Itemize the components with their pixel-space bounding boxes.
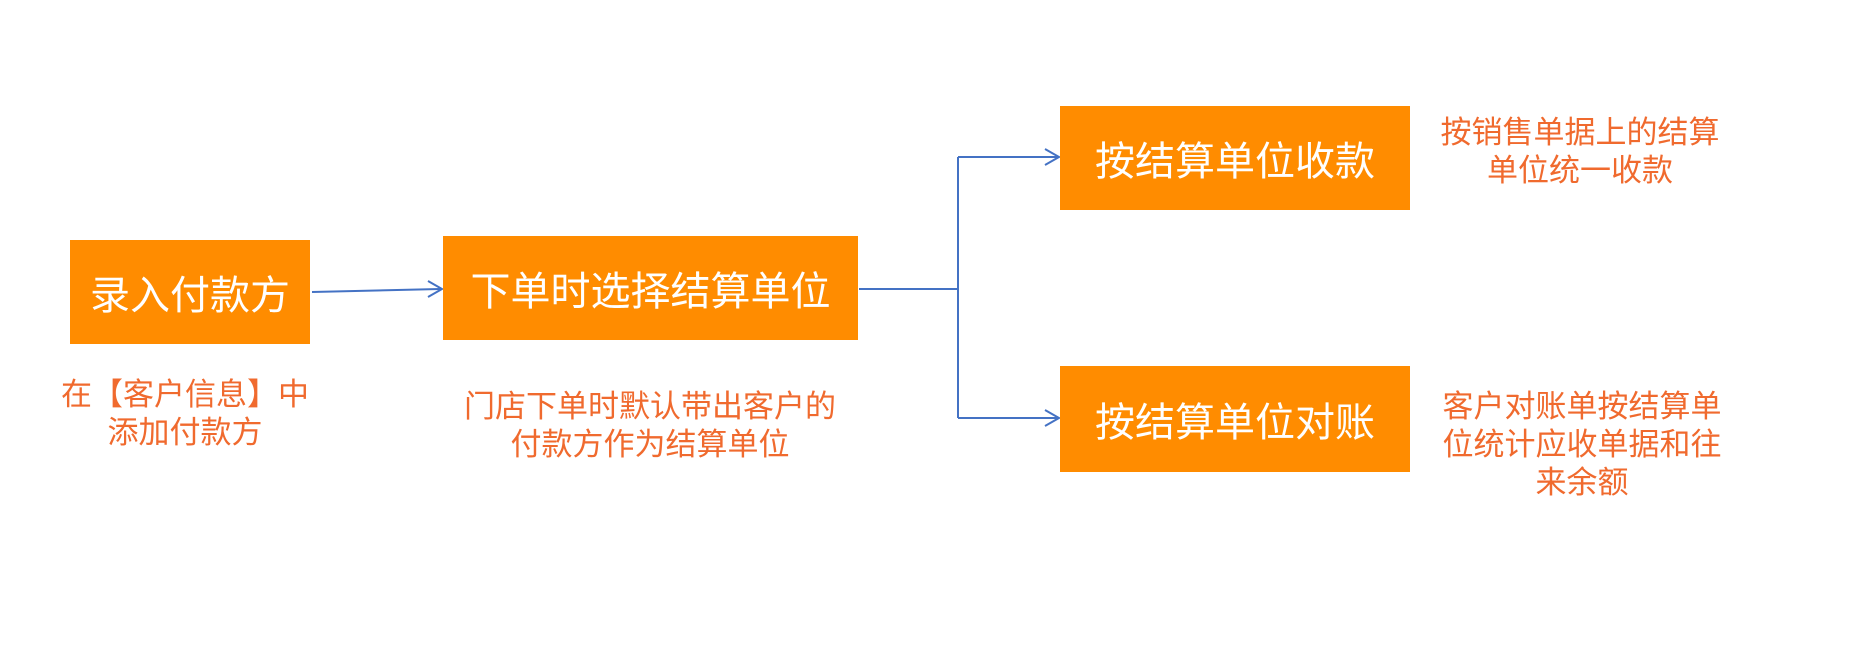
node-reconcile-by-unit-label: 按结算单位对账 bbox=[1095, 400, 1375, 446]
node-choose-unit: 下单时选择结算单位 bbox=[443, 236, 858, 340]
note-line: 按销售单据上的结算 bbox=[1440, 115, 1720, 151]
note-entry-payer: 在【客户信息】中 添加付款方 bbox=[45, 376, 325, 452]
note-reconcile-by-unit: 客户对账单按结算单 位统计应收单据和往 来余额 bbox=[1422, 388, 1742, 502]
arrowhead-reconcile bbox=[1044, 409, 1062, 427]
connector-entry-to-choose bbox=[311, 288, 441, 293]
node-choose-unit-label: 下单时选择结算单位 bbox=[470, 269, 831, 315]
node-entry-payer: 录入付款方 bbox=[70, 240, 310, 344]
arrowhead-choose bbox=[427, 280, 445, 298]
note-line: 付款方作为结算单位 bbox=[510, 427, 790, 463]
node-collect-by-unit: 按结算单位收款 bbox=[1060, 106, 1410, 210]
note-line: 来余额 bbox=[1535, 465, 1629, 501]
node-entry-payer-label: 录入付款方 bbox=[90, 273, 290, 319]
note-collect-by-unit: 按销售单据上的结算 单位统一收款 bbox=[1420, 114, 1740, 190]
note-line: 客户对账单按结算单 bbox=[1442, 389, 1722, 425]
note-line: 单位统一收款 bbox=[1487, 153, 1673, 189]
node-collect-by-unit-label: 按结算单位收款 bbox=[1095, 139, 1375, 185]
note-line: 位统计应收单据和往 bbox=[1442, 427, 1722, 463]
node-reconcile-by-unit: 按结算单位对账 bbox=[1060, 366, 1410, 472]
note-choose-unit: 门店下单时默认带出客户的 付款方作为结算单位 bbox=[440, 388, 860, 464]
note-line: 添加付款方 bbox=[107, 415, 263, 451]
arrowhead-collect bbox=[1044, 148, 1062, 166]
note-line: 门店下单时默认带出客户的 bbox=[464, 389, 836, 425]
note-line: 在【客户信息】中 bbox=[61, 377, 309, 413]
